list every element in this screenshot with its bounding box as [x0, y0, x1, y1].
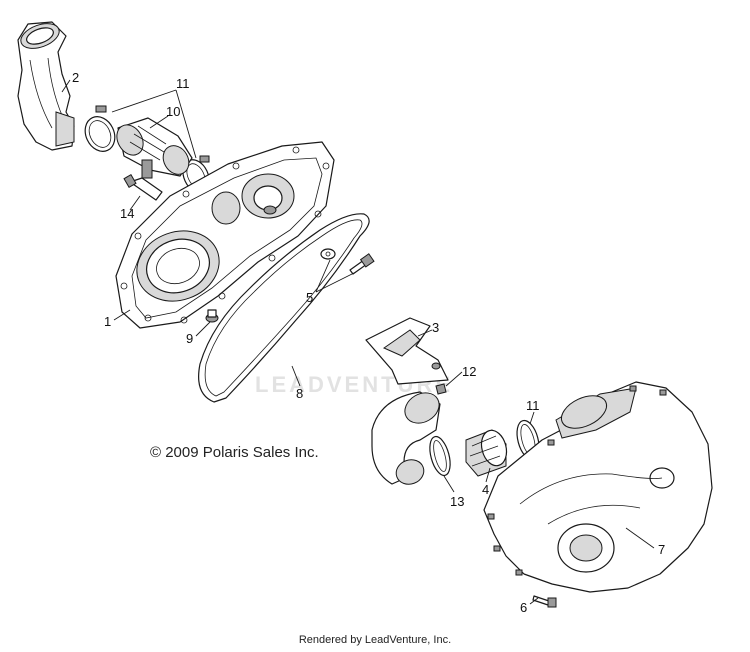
callout-14: 14 [120, 206, 134, 221]
hose-clamp-upper-left [84, 105, 116, 152]
drive-belt-part [198, 213, 370, 403]
callout-4: 4 [482, 482, 489, 497]
callout-13: 13 [450, 494, 464, 509]
fitting-part [123, 173, 163, 201]
footer-credit: Rendered by LeadVenture, Inc. [298, 634, 452, 646]
callout-12: 12 [462, 364, 476, 379]
callout-11-lower: 11 [526, 398, 540, 413]
bracket-part [365, 317, 449, 385]
washer-part [320, 248, 336, 260]
callout-10: 10 [166, 104, 180, 119]
bolt-part-6 [532, 595, 557, 608]
callout-2: 2 [72, 70, 79, 85]
callout-5: 5 [306, 290, 313, 305]
inner-clutch-cover-part [115, 141, 335, 329]
callout-6: 6 [520, 600, 527, 615]
outlet-duct-part [371, 391, 441, 485]
callout-3: 3 [432, 320, 439, 335]
callout-8: 8 [296, 386, 303, 401]
coupler-part [465, 429, 508, 477]
callout-9: 9 [186, 331, 193, 346]
outer-clutch-cover-part [483, 381, 713, 593]
copyright-notice: © 2009 Polaris Sales Inc. [150, 444, 319, 461]
leader-lines [61, 79, 655, 605]
callout-11-upper: 11 [176, 76, 190, 91]
bolt-part-5 [349, 253, 375, 275]
hose-clamp-lower-left [429, 435, 451, 477]
nut-part [435, 383, 447, 395]
bolt-part-9 [205, 309, 219, 323]
intake-duct-part [17, 21, 75, 151]
callout-7: 7 [658, 542, 665, 557]
callout-1: 1 [104, 314, 111, 329]
intake-adapter-part [116, 117, 193, 179]
